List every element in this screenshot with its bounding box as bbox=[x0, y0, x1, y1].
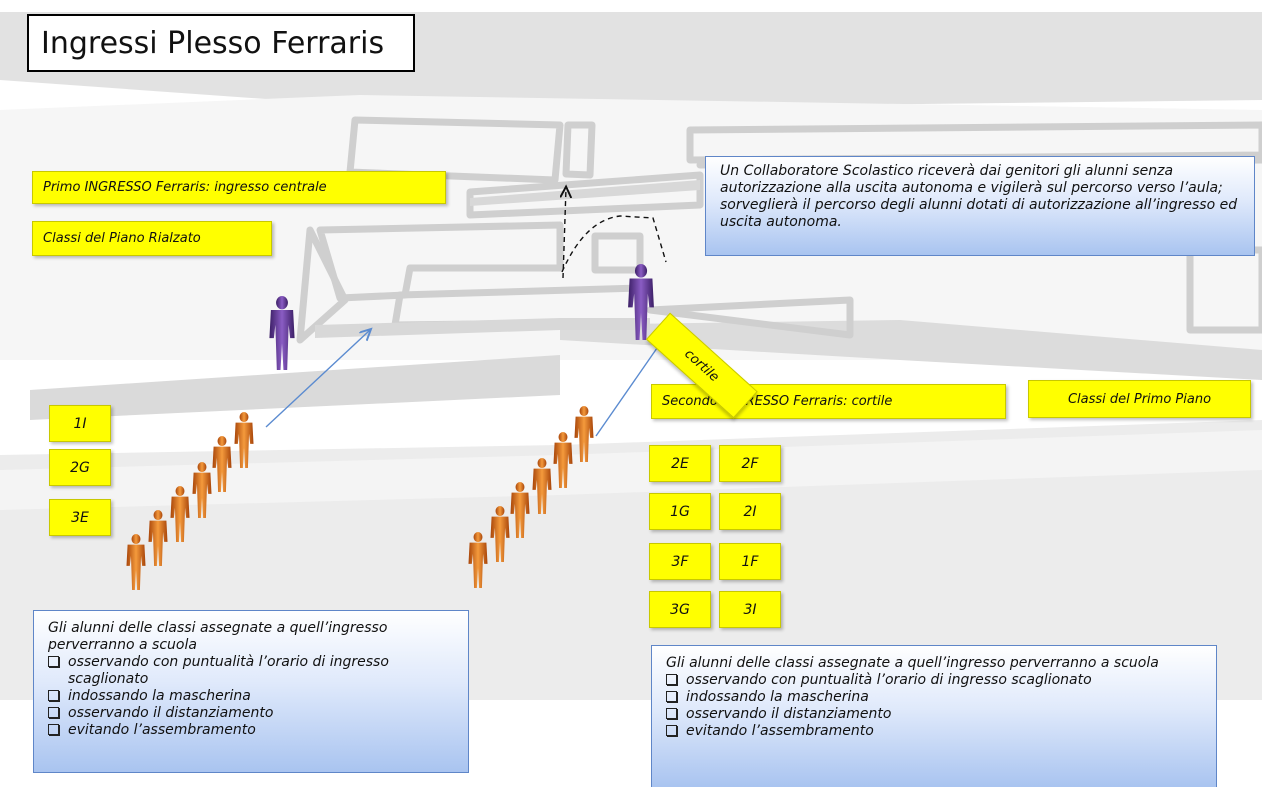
building-walls bbox=[315, 180, 700, 338]
class-box: 3G bbox=[649, 591, 711, 628]
supervisor-figure bbox=[269, 296, 295, 370]
checkbox-bullet-icon bbox=[48, 690, 59, 701]
right-info-intro: Gli alunni delle classi assegnate a quel… bbox=[666, 655, 1159, 671]
student-figure bbox=[212, 436, 232, 492]
left-info-intro: Gli alunni delle classi assegnate a quel… bbox=[48, 620, 388, 653]
list-item: osservando con puntualità l’orario di in… bbox=[42, 654, 458, 688]
right-info-box: Gli alunni delle classi assegnate a quel… bbox=[651, 645, 1217, 787]
list-item: osservando con puntualità l’orario di in… bbox=[660, 672, 1206, 689]
checkbox-bullet-icon bbox=[48, 724, 59, 735]
supervisor-figures bbox=[269, 264, 654, 370]
class-box: 3F bbox=[649, 543, 711, 580]
checkbox-bullet-icon bbox=[666, 725, 677, 736]
class-box: 2I bbox=[719, 493, 781, 530]
list-item: osservando il distanziamento bbox=[42, 705, 458, 722]
list-item: evitando l’assembramento bbox=[660, 723, 1206, 740]
student-figure bbox=[170, 486, 190, 542]
student-figure bbox=[490, 506, 510, 562]
class-box: 2E bbox=[649, 445, 711, 482]
list-item: indossando la mascherina bbox=[42, 688, 458, 705]
student-figure bbox=[574, 406, 594, 462]
class-box: 2G bbox=[49, 449, 111, 486]
internal-path-dashed bbox=[562, 188, 667, 279]
student-figure bbox=[510, 482, 530, 538]
checkbox-bullet-icon bbox=[666, 708, 677, 719]
list-item: indossando la mascherina bbox=[660, 689, 1206, 706]
checkbox-bullet-icon bbox=[48, 707, 59, 718]
student-figure bbox=[148, 509, 168, 566]
supervisor-figure bbox=[628, 264, 654, 340]
student-figure bbox=[468, 532, 488, 588]
left-info-list: osservando con puntualità l’orario di in… bbox=[42, 654, 458, 739]
class-box: 1I bbox=[49, 405, 111, 442]
class-box: 1F bbox=[719, 543, 781, 580]
left-info-box: Gli alunni delle classi assegnate a quel… bbox=[33, 610, 469, 773]
class-box: 2F bbox=[719, 445, 781, 482]
student-figure bbox=[553, 432, 573, 488]
list-item: evitando l’assembramento bbox=[42, 722, 458, 739]
class-box: 1G bbox=[649, 493, 711, 530]
checkbox-bullet-icon bbox=[666, 674, 677, 685]
label-piano-rialzato: Classi del Piano Rialzato bbox=[32, 221, 272, 256]
ground-planes bbox=[0, 12, 1262, 700]
page-title: Ingressi Plesso Ferraris bbox=[27, 14, 415, 72]
student-figure bbox=[126, 534, 146, 590]
list-item: osservando il distanziamento bbox=[660, 706, 1206, 723]
label-primo-ingresso: Primo INGRESSO Ferraris: ingresso centra… bbox=[32, 171, 446, 204]
collaboratore-note: Un Collaboratore Scolastico riceverà dai… bbox=[705, 156, 1255, 256]
student-figure bbox=[192, 462, 212, 518]
entrance-arrows bbox=[265, 330, 664, 437]
label-primo-piano: Classi del Primo Piano bbox=[1028, 380, 1251, 418]
student-figure bbox=[234, 412, 254, 468]
class-box: 3E bbox=[49, 499, 111, 536]
right-info-list: osservando con puntualità l’orario di in… bbox=[660, 672, 1206, 740]
class-box: 3I bbox=[719, 591, 781, 628]
student-queues bbox=[126, 406, 594, 590]
checkbox-bullet-icon bbox=[48, 656, 59, 667]
label-secondo-ingresso: Secondo INGRESSO Ferraris: cortile bbox=[651, 384, 1006, 419]
checkbox-bullet-icon bbox=[666, 691, 677, 702]
student-figure bbox=[532, 458, 552, 514]
